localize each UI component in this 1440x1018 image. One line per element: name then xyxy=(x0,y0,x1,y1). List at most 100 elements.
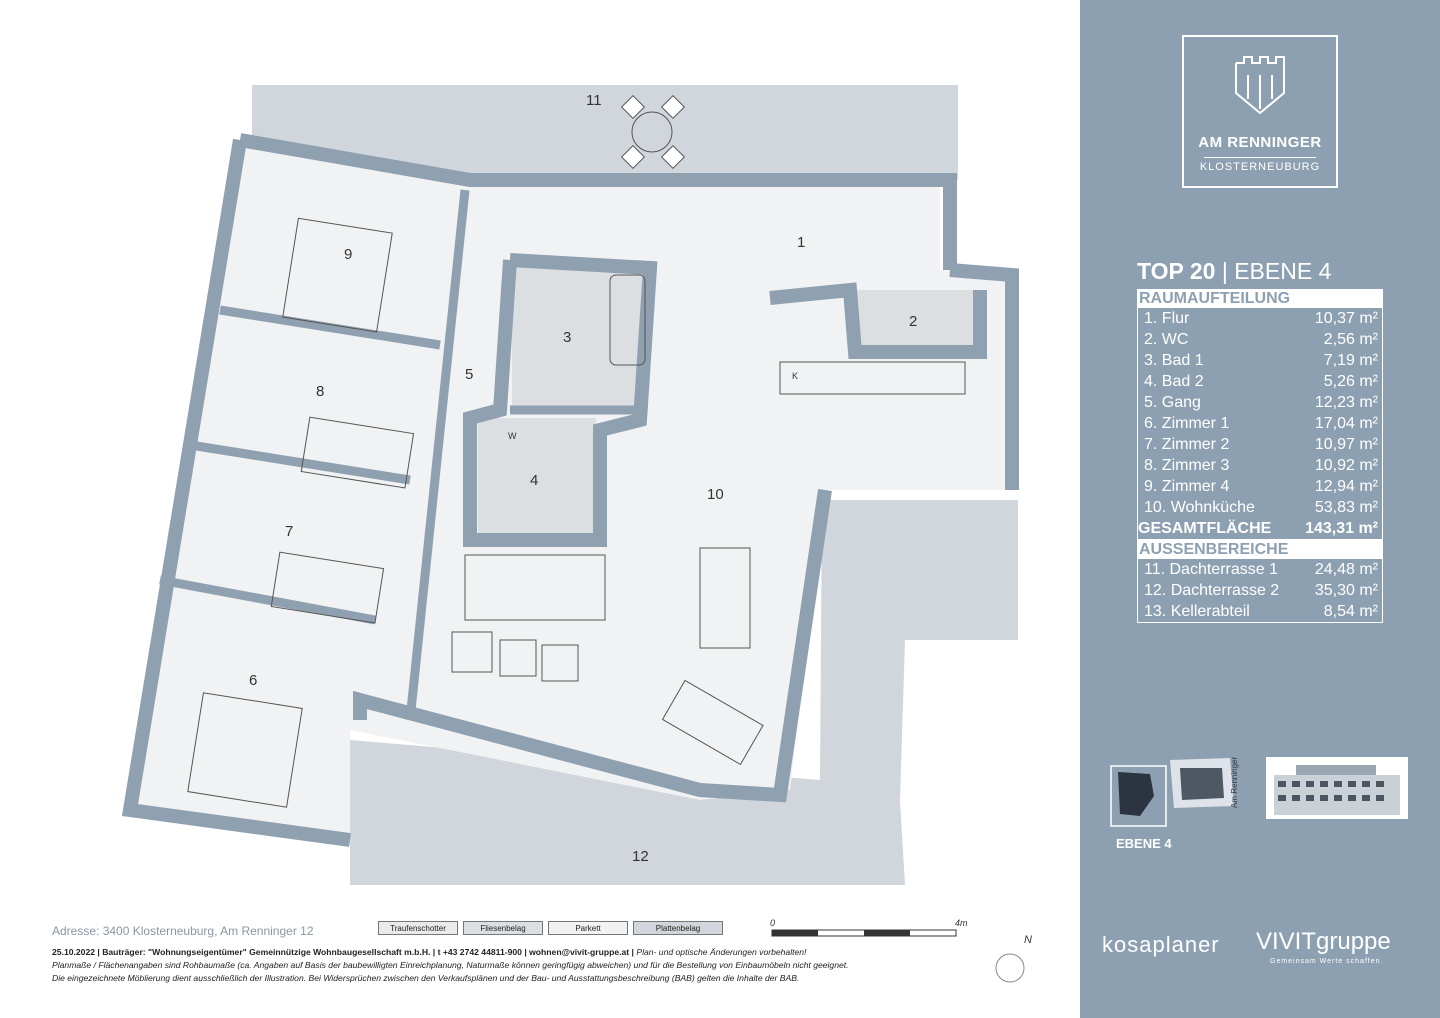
armchair-3 xyxy=(541,644,579,682)
area-row-name: 4. Bad 2 xyxy=(1144,373,1204,390)
armchair-2 xyxy=(499,639,537,677)
castle-icon xyxy=(1235,56,1285,115)
room-label-1: 1 xyxy=(797,234,806,251)
area-row-value: 10,37 m² xyxy=(1314,310,1378,327)
area-row-name: 6. Zimmer 1 xyxy=(1144,415,1230,432)
area-row-name: 7. Zimmer 2 xyxy=(1144,436,1230,453)
keyplan-label: EBENE 4 xyxy=(1116,836,1172,851)
area-row-name: 1. Flur xyxy=(1144,310,1190,327)
area-row-value: 5,26 m² xyxy=(1323,373,1378,390)
room-label-4: 4 xyxy=(530,472,539,489)
lounger xyxy=(661,679,764,766)
area-row-value: 12,94 m² xyxy=(1314,478,1378,495)
keyplan-floor xyxy=(1110,758,1234,827)
legend-fliesenbelag: Fliesenbelag xyxy=(463,921,543,935)
area-row: 4. Bad 2 5,26 m² xyxy=(1138,371,1382,392)
area-row-value: 2,56 m² xyxy=(1323,331,1378,348)
scale-start: 0 xyxy=(770,918,776,928)
scale-end: 4m xyxy=(955,918,968,928)
building-elevation xyxy=(1266,757,1408,819)
room-label-10: 10 xyxy=(707,486,724,503)
wall-north xyxy=(238,133,957,270)
footer-line-1: 25.10.2022 | Bauträger: "Wohnungseigentü… xyxy=(52,947,807,957)
total-value: 143,31 m² xyxy=(1305,520,1378,537)
wc-tiles xyxy=(855,290,975,352)
area-row-value: 8,54 m² xyxy=(1323,603,1378,620)
area-row: 5. Gang 12,23 m² xyxy=(1138,392,1382,413)
legend-plattenbelag: Plattenbelag xyxy=(633,921,723,935)
vivit-logo: VIVITgruppe xyxy=(1256,928,1391,955)
wall-bath-block xyxy=(463,253,658,547)
aussenbereiche-heading: AUSSENBEREICHE xyxy=(1137,540,1383,559)
terrace-table xyxy=(631,111,673,153)
room-label-12: 12 xyxy=(632,848,649,865)
keyplan-street: Am Renninger xyxy=(1230,756,1239,808)
logo-divider xyxy=(1204,157,1316,158)
terrace-12-side xyxy=(820,500,1018,800)
area-row-value: 10,92 m² xyxy=(1314,457,1378,474)
floor-plan-area: 1 2 3 4 5 6 7 8 9 10 11 12 K W Adresse: … xyxy=(52,85,1032,983)
info-sidebar: AM RENNINGER KLOSTERNEUBURG TOP 20 | EBE… xyxy=(1080,0,1440,1018)
area-row-name: 10. Wohnküche xyxy=(1144,499,1255,516)
sofa xyxy=(464,554,606,621)
room-label-7: 7 xyxy=(285,523,294,540)
room-label-9: 9 xyxy=(344,246,353,263)
room-label-5: 5 xyxy=(465,366,474,383)
area-row: 7. Zimmer 2 10,97 m² xyxy=(1138,434,1382,455)
floor-plan-drawing xyxy=(121,85,1025,983)
kosaplaner-logo: kosaplaner xyxy=(1102,932,1220,957)
total-label: GESAMTFLÄCHE xyxy=(1138,520,1272,537)
armchair-1 xyxy=(451,631,493,673)
area-row-value: 12,23 m² xyxy=(1314,394,1378,411)
legend-parkett: Parkett xyxy=(548,921,628,935)
kitchen-mark-k: K xyxy=(792,371,799,381)
bath-mark-w: W xyxy=(508,431,517,441)
address: Adresse: 3400 Klosterneuburg, Am Renning… xyxy=(52,924,314,938)
area-row-name: 9. Zimmer 4 xyxy=(1144,478,1230,495)
area-row-name: 12. Dachterrasse 2 xyxy=(1144,582,1280,599)
area-row-value: 53,83 m² xyxy=(1314,499,1378,516)
bed-room-6 xyxy=(187,692,303,808)
terrace-11 xyxy=(252,85,958,180)
total-row: GESAMTFLÄCHE 143,31 m² xyxy=(1138,518,1382,539)
room-label-11: 11 xyxy=(586,92,602,109)
area-row-value: 7,19 m² xyxy=(1323,352,1378,369)
area-row-name: 13. Kellerabteil xyxy=(1144,603,1250,620)
logo-subtitle: KLOSTERNEUBURG xyxy=(1199,161,1321,173)
area-row: 6. Zimmer 1 17,04 m² xyxy=(1138,413,1382,434)
area-row: 9. Zimmer 4 12,94 m² xyxy=(1138,476,1382,497)
wall-wc xyxy=(769,282,987,359)
bathtub xyxy=(609,274,646,366)
bed-room-7 xyxy=(270,551,385,624)
raumaufteilung-heading: RAUMAUFTEILUNG xyxy=(1137,289,1383,308)
area-row: 1. Flur 10,37 m² xyxy=(1138,308,1382,329)
area-row-value: 10,97 m² xyxy=(1314,436,1378,453)
footer-line-2: Planmaße / Flächenangaben sind Rohbaumaß… xyxy=(52,960,849,970)
am-renninger-logo: AM RENNINGER KLOSTERNEUBURG xyxy=(1182,35,1338,188)
dining-table xyxy=(699,547,751,649)
room-label-8: 8 xyxy=(316,383,325,400)
area-row-name: 5. Gang xyxy=(1144,394,1201,411)
area-row-value: 17,04 m² xyxy=(1314,415,1378,432)
area-row-value: 24,48 m² xyxy=(1314,561,1378,578)
room-label-3: 3 xyxy=(563,329,572,346)
room-label-2: 2 xyxy=(909,313,918,330)
bath-1-tiles xyxy=(512,260,642,410)
wall-east xyxy=(949,263,1019,490)
area-row-name: 8. Zimmer 3 xyxy=(1144,457,1230,474)
legend-traufenschotter: Traufenschotter xyxy=(378,921,458,935)
vivit-tagline: Gemeinsam Werte schaffen. xyxy=(1270,958,1384,965)
unit-title: TOP 20 | EBENE 4 xyxy=(1137,258,1332,284)
room-label-6: 6 xyxy=(249,672,258,689)
bed-room-9 xyxy=(282,217,393,333)
north-arrow xyxy=(995,953,1025,983)
north-label: N xyxy=(1024,934,1032,946)
bath-2-tiles xyxy=(478,418,596,538)
footer-line-3: Die eingezeichnete Möblierung dient auss… xyxy=(52,973,800,983)
bed-room-8 xyxy=(300,416,415,489)
